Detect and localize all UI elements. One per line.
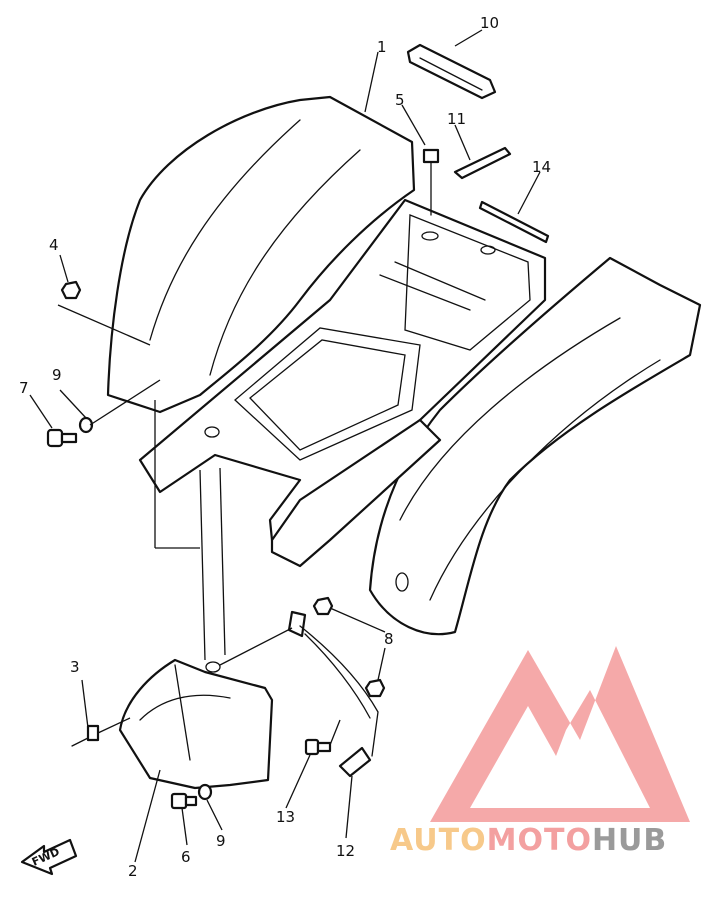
callout-12: 12 xyxy=(336,842,355,860)
leader-lines xyxy=(29,29,541,863)
callout-3: 3 xyxy=(70,658,80,676)
bolt-5 xyxy=(422,148,440,216)
flap-bracket xyxy=(287,610,379,778)
callout-1: 1 xyxy=(377,38,387,56)
watermark-text: AUTOMOTOHUB xyxy=(390,823,667,858)
callout-9-upper: 9 xyxy=(52,366,62,384)
bolt-13 xyxy=(304,738,332,756)
callout-7: 7 xyxy=(19,379,29,397)
rear-fender xyxy=(106,95,702,636)
callout-2: 2 xyxy=(128,862,138,880)
callout-4: 4 xyxy=(49,236,59,254)
watermark-moto: MOTO xyxy=(487,823,592,858)
callout-14: 14 xyxy=(532,158,551,176)
damper-strip xyxy=(478,200,550,244)
callout-13: 13 xyxy=(276,808,295,826)
watermark-logo-icon xyxy=(430,646,690,822)
pad-part xyxy=(453,146,512,180)
washer-9-lower xyxy=(197,783,213,801)
inner-flap xyxy=(118,658,274,790)
callout-11: 11 xyxy=(447,110,466,128)
watermark-hub: HUB xyxy=(592,823,667,858)
callout-9-lower: 9 xyxy=(216,832,226,850)
nut-8-upper xyxy=(312,596,334,616)
callout-5: 5 xyxy=(395,91,405,109)
arrow-icon xyxy=(20,838,78,876)
bolt-6 xyxy=(170,792,198,810)
callout-labels: 1 2 3 4 5 6 7 8 9 9 10 11 12 13 14 xyxy=(19,14,551,880)
nut-8-lower xyxy=(364,678,386,698)
callout-8: 8 xyxy=(384,630,394,648)
callout-6: 6 xyxy=(181,848,191,866)
screw-3 xyxy=(71,724,100,747)
bolt-7 xyxy=(46,428,78,448)
watermark-auto: AUTO xyxy=(390,823,487,858)
fwd-marker: FWD xyxy=(20,838,78,876)
nut-4 xyxy=(60,280,82,300)
callout-10: 10 xyxy=(480,14,499,32)
strap-part xyxy=(406,43,497,100)
